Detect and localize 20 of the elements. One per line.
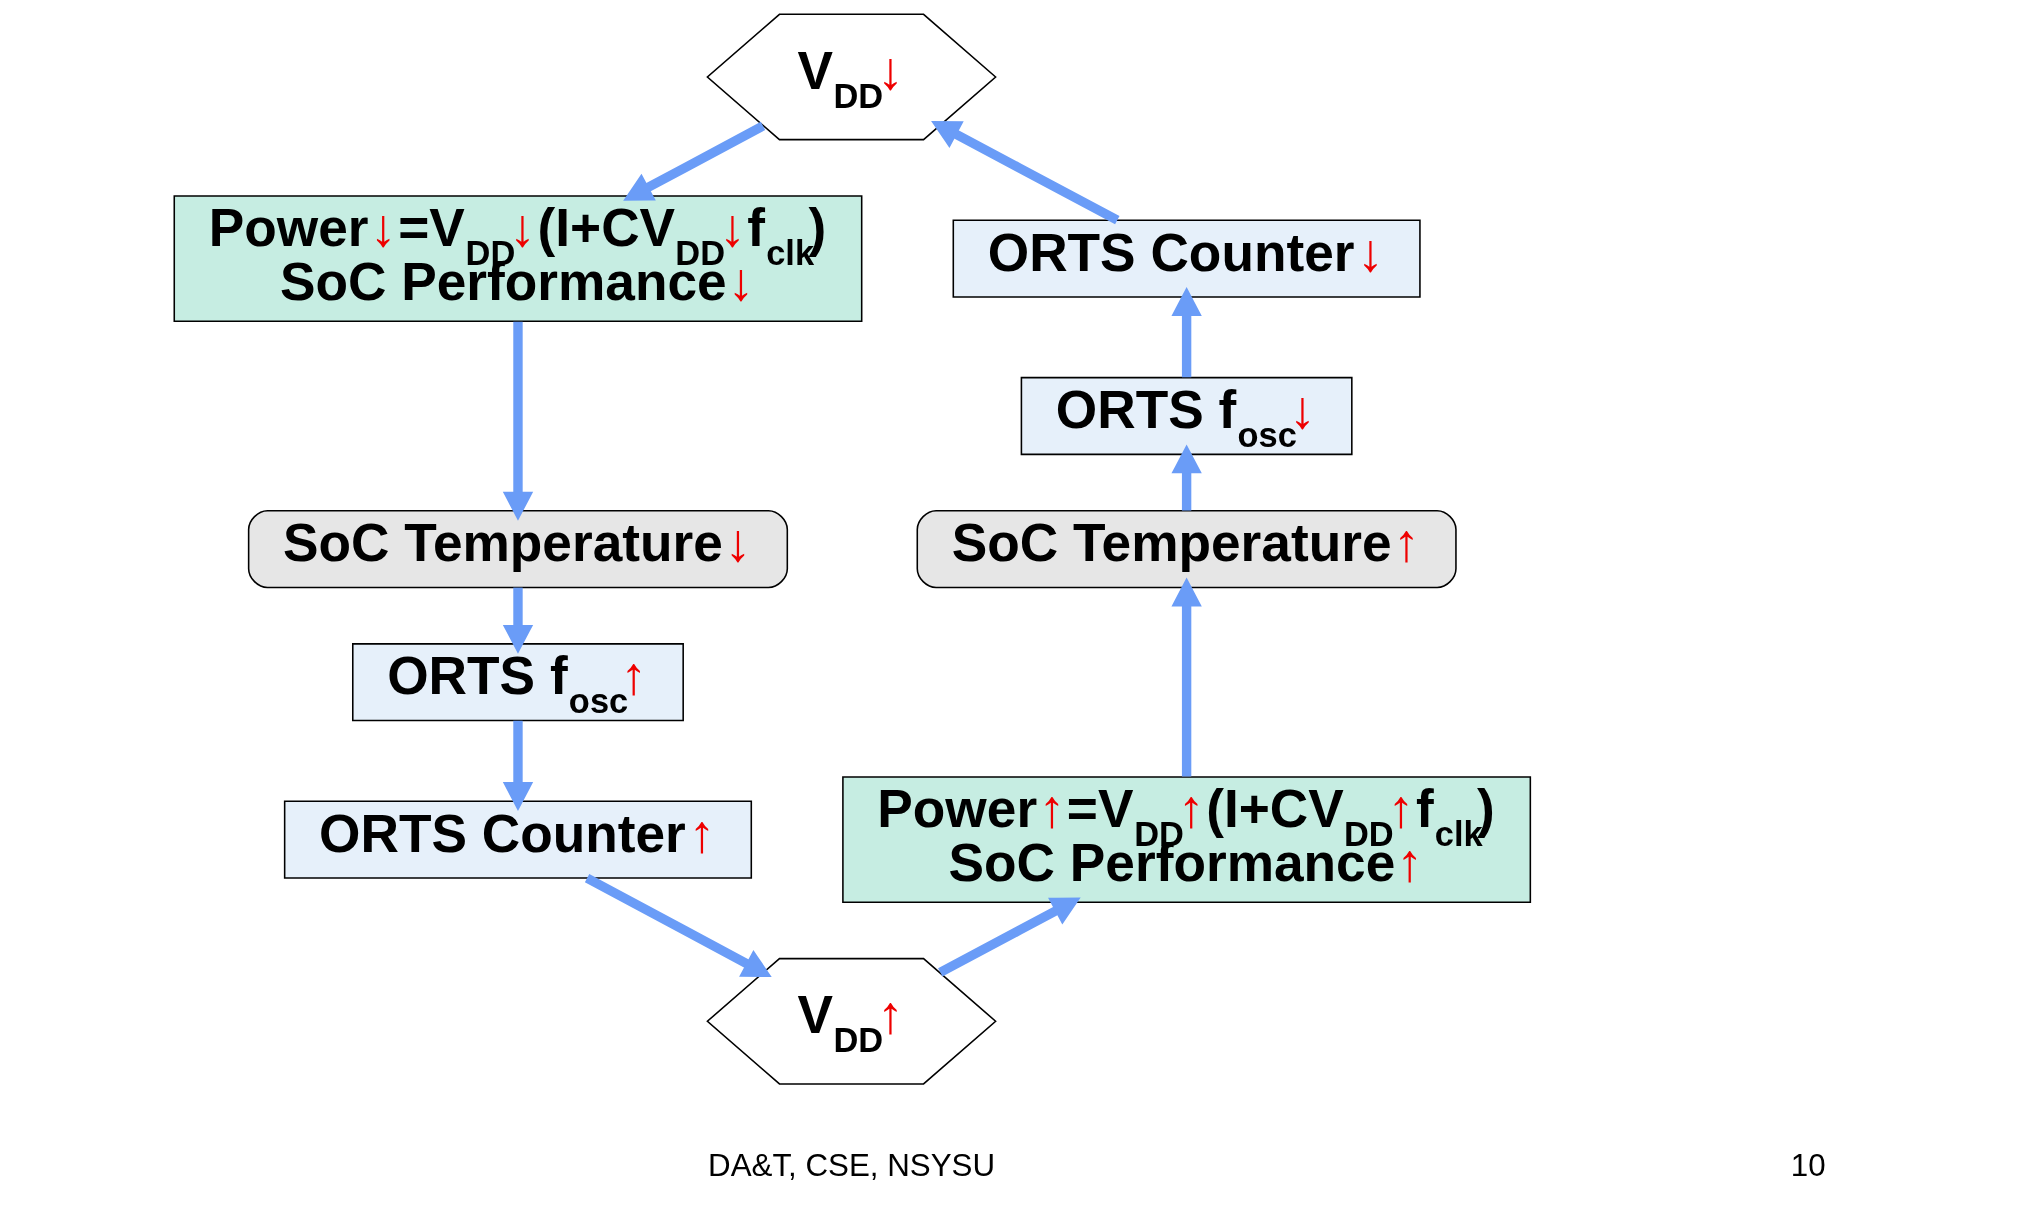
arrow <box>938 897 1081 977</box>
node-box: Power↓=V$_{DD}$↓(I+CV$_{DD}$↓f$_{clk}$) SoC Performance↓ <box>173 195 863 323</box>
arrow <box>502 720 534 811</box>
node-box: SoC Temperature↑ <box>916 509 1457 589</box>
arrow <box>1171 577 1202 777</box>
node-box: SoC Temperature↓ <box>247 509 789 589</box>
label: 10 <box>1790 1148 1826 1184</box>
arrow <box>1171 444 1202 511</box>
arrow <box>1171 287 1202 378</box>
node-box: ORTS Counter↓ <box>952 219 1421 298</box>
node-box: Power↑=V$_{DD}$↑(I+CV$_{DD}$↑f$_{clk}$) SoC Performance↑ <box>842 776 1532 903</box>
node-box: ORTS f$_{osc}$↓ <box>1020 376 1353 456</box>
arrow <box>623 121 766 201</box>
node-box: ORTS f$_{osc}$↑ <box>352 643 684 722</box>
arrow <box>584 874 772 977</box>
node-box: ORTS Counter↑ <box>283 800 753 879</box>
label: DA&T, CSE, NSYSU <box>708 1148 995 1184</box>
arrow <box>502 321 534 521</box>
arrow <box>502 587 534 654</box>
arrow <box>931 120 1120 225</box>
